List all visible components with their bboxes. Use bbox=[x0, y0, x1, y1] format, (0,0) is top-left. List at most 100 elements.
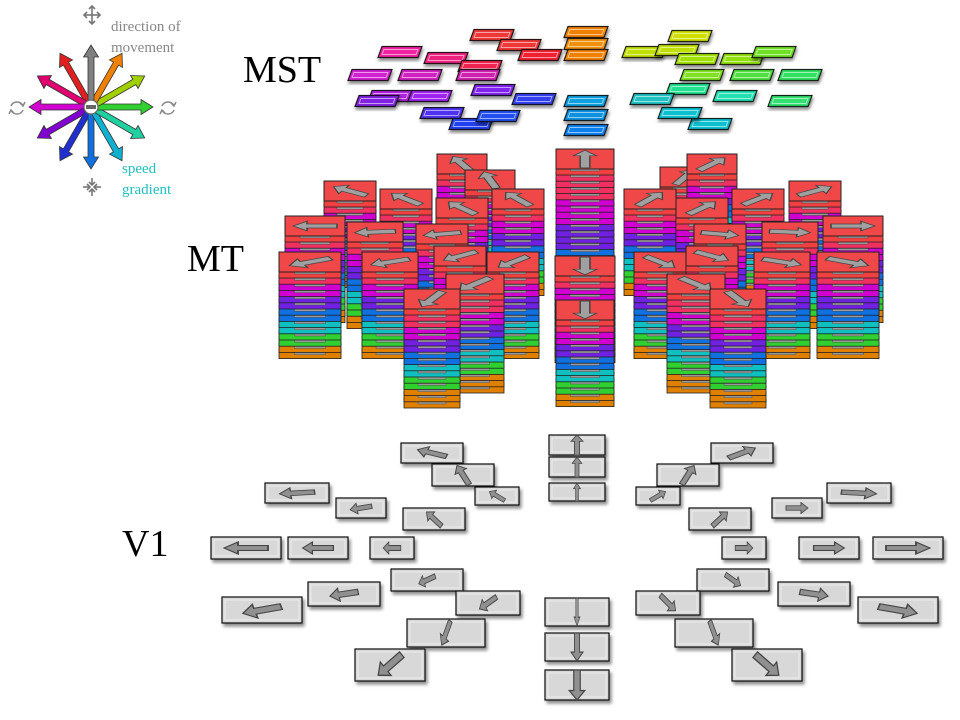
direction-arrow-icon bbox=[726, 445, 757, 461]
direction-arrow-icon bbox=[722, 289, 753, 308]
direction-arrow-icon bbox=[349, 502, 373, 515]
direction-arrow-icon bbox=[418, 573, 437, 588]
v1-tile bbox=[635, 486, 681, 506]
mt-column-stack bbox=[555, 299, 615, 408]
mt-top-tile bbox=[709, 288, 767, 310]
direction-arrow-icon bbox=[449, 155, 476, 174]
v1-tile bbox=[544, 632, 610, 662]
direction-arrow-icon bbox=[633, 191, 664, 208]
direction-arrow-icon bbox=[812, 541, 846, 555]
mt-top-tile bbox=[415, 223, 469, 245]
mst-tile bbox=[563, 25, 609, 39]
mt-top-tile bbox=[686, 153, 738, 175]
v1-tile bbox=[548, 482, 606, 502]
mst-tile bbox=[654, 43, 700, 57]
mst-tile bbox=[563, 108, 609, 122]
mt-top-tile bbox=[361, 251, 419, 273]
mt-column-stack bbox=[486, 251, 540, 360]
mt-top-tile bbox=[761, 221, 819, 243]
v1-tile bbox=[335, 497, 387, 519]
mst-tile bbox=[563, 48, 609, 62]
mt-column-stack bbox=[666, 273, 726, 394]
mt-top-tile bbox=[464, 169, 516, 191]
speed-label: speed bbox=[122, 161, 157, 177]
direction-arrow-icon bbox=[876, 603, 919, 620]
legend-direction-arrow bbox=[94, 106, 146, 139]
mst-tile bbox=[511, 92, 557, 106]
mst-tile bbox=[517, 48, 563, 62]
direction-arrow-icon bbox=[695, 157, 726, 173]
mt-column-stack bbox=[709, 288, 767, 409]
mt-top-tile bbox=[433, 245, 487, 267]
mt-top-tile bbox=[554, 255, 616, 277]
mst-tile bbox=[470, 83, 516, 97]
v1-tile bbox=[455, 590, 521, 616]
mst-tile bbox=[767, 94, 813, 108]
direction-arrow-icon bbox=[425, 511, 444, 529]
mt-top-tile bbox=[403, 288, 461, 310]
direction-arrow-icon bbox=[798, 587, 829, 603]
mst-tile bbox=[679, 68, 725, 82]
mt-top-tile bbox=[731, 188, 785, 210]
direction-arrow-icon bbox=[678, 464, 697, 487]
direction-legend bbox=[28, 44, 154, 170]
mst-tile bbox=[657, 106, 703, 120]
legend-direction-arrow bbox=[90, 52, 123, 104]
direction-arrow-icon bbox=[684, 201, 717, 217]
v1-tile bbox=[696, 568, 770, 592]
direction-arrow-icon bbox=[824, 256, 870, 269]
direction-arrow-icon bbox=[288, 256, 334, 269]
direction-arrow-icon bbox=[417, 289, 448, 308]
direction-arrow-icon bbox=[710, 511, 729, 529]
direction-arrow-icon bbox=[885, 541, 932, 555]
mst-tile bbox=[667, 29, 713, 43]
mst-tile bbox=[777, 68, 823, 82]
legend-direction-arrow bbox=[36, 106, 88, 139]
direction-arrow-icon bbox=[382, 541, 402, 555]
mst-tile bbox=[563, 94, 609, 108]
v1-tile bbox=[400, 442, 464, 464]
v1-tile bbox=[287, 536, 349, 560]
mt-layer bbox=[278, 148, 884, 409]
v1-tile bbox=[264, 482, 330, 504]
legend-direction-arrow bbox=[96, 98, 154, 116]
direction-arrow-icon bbox=[454, 464, 473, 487]
v1-tile bbox=[548, 434, 606, 456]
direction-arrow-icon bbox=[291, 220, 338, 232]
mt-top-tile bbox=[379, 188, 433, 210]
mt-top-tile bbox=[822, 215, 884, 237]
mt-top-tile bbox=[816, 251, 880, 273]
expand-arrows-icon bbox=[82, 4, 102, 26]
direction-arrow-icon bbox=[785, 501, 809, 515]
mst-tile bbox=[377, 45, 423, 59]
speed-label-line2: gradient bbox=[122, 182, 172, 198]
v1-tile bbox=[826, 482, 892, 504]
mst-layer bbox=[347, 25, 823, 137]
legend-direction-arrow bbox=[28, 98, 86, 116]
v1-tile bbox=[731, 648, 803, 682]
direction-arrow-icon bbox=[795, 184, 833, 198]
direction-arrow-icon bbox=[571, 300, 599, 320]
legend-direction-arrow bbox=[82, 44, 100, 102]
direction-label-line2: movement bbox=[111, 40, 175, 56]
mt-top-tile bbox=[486, 251, 540, 273]
rotate-cw-icon bbox=[159, 101, 177, 115]
v1-tile bbox=[390, 568, 464, 592]
mst-tile bbox=[629, 92, 675, 106]
direction-arrow-icon bbox=[332, 184, 370, 198]
v1-tile bbox=[548, 456, 606, 478]
mst-tile bbox=[347, 68, 393, 82]
mt-column-stack bbox=[816, 251, 880, 360]
direction-arrow-icon bbox=[570, 434, 584, 456]
v1-tile bbox=[688, 507, 752, 531]
v1-tile bbox=[369, 536, 415, 560]
direction-arrow-icon bbox=[570, 632, 584, 662]
direction-arrow-icon bbox=[241, 603, 284, 620]
direction-arrow-icon bbox=[390, 192, 425, 207]
v1-tile bbox=[474, 486, 520, 506]
direction-arrow-icon bbox=[739, 192, 774, 207]
direction-arrow-icon bbox=[830, 220, 877, 232]
mt-top-tile bbox=[323, 180, 377, 202]
mt-top-tile bbox=[675, 197, 729, 219]
mst-tile bbox=[469, 28, 515, 42]
